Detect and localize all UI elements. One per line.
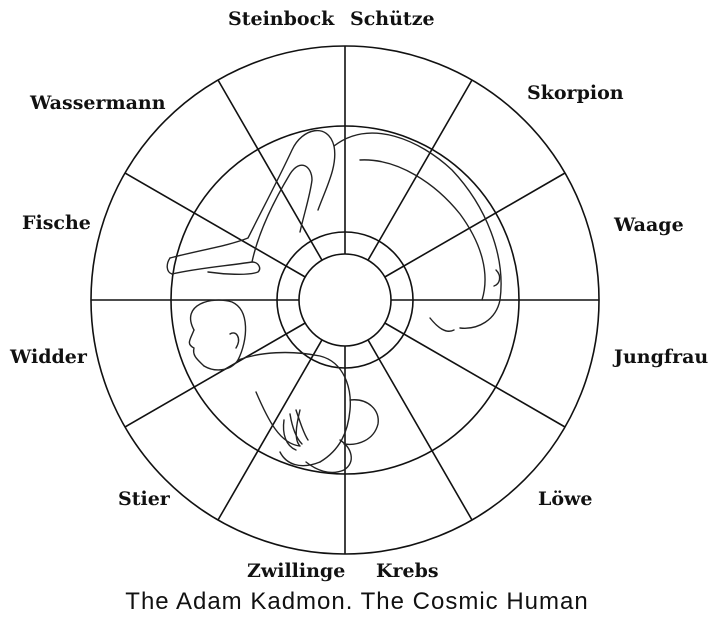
sector-divider (125, 323, 305, 427)
figure-caption: The Adam Kadmon. The Cosmic Human (0, 590, 714, 614)
sector-divider (125, 173, 305, 277)
label-loewe: Löwe (538, 490, 592, 509)
sector-dividers (91, 46, 599, 554)
label-skorpion: Skorpion (527, 84, 624, 103)
sector-divider (385, 323, 565, 427)
sector-divider (218, 340, 322, 520)
label-krebs: Krebs (376, 562, 439, 581)
label-stier: Stier (118, 490, 170, 509)
figure-arm (256, 392, 300, 446)
figure-belly (280, 440, 351, 472)
label-waage: Waage (614, 216, 684, 235)
figure-back (334, 133, 501, 328)
figure-neck (238, 353, 350, 462)
label-schuetze: Schütze (350, 10, 435, 29)
figure-arm-right (344, 400, 378, 445)
figure-ear (230, 333, 238, 348)
label-widder: Widder (10, 348, 87, 367)
label-zwillinge: Zwillinge (247, 562, 345, 581)
label-fische: Fische (22, 214, 91, 233)
label-jungfrau: Jungfrau (614, 348, 708, 367)
label-steinbock: Steinbock (228, 10, 334, 29)
sector-divider (368, 80, 472, 260)
inner-circle (299, 254, 391, 346)
label-wassermann: Wassermann (30, 94, 166, 113)
figure-face (189, 330, 204, 366)
sector-divider (218, 80, 322, 260)
sector-divider (368, 340, 472, 520)
figure-hand (284, 410, 309, 450)
sector-divider (385, 173, 565, 277)
